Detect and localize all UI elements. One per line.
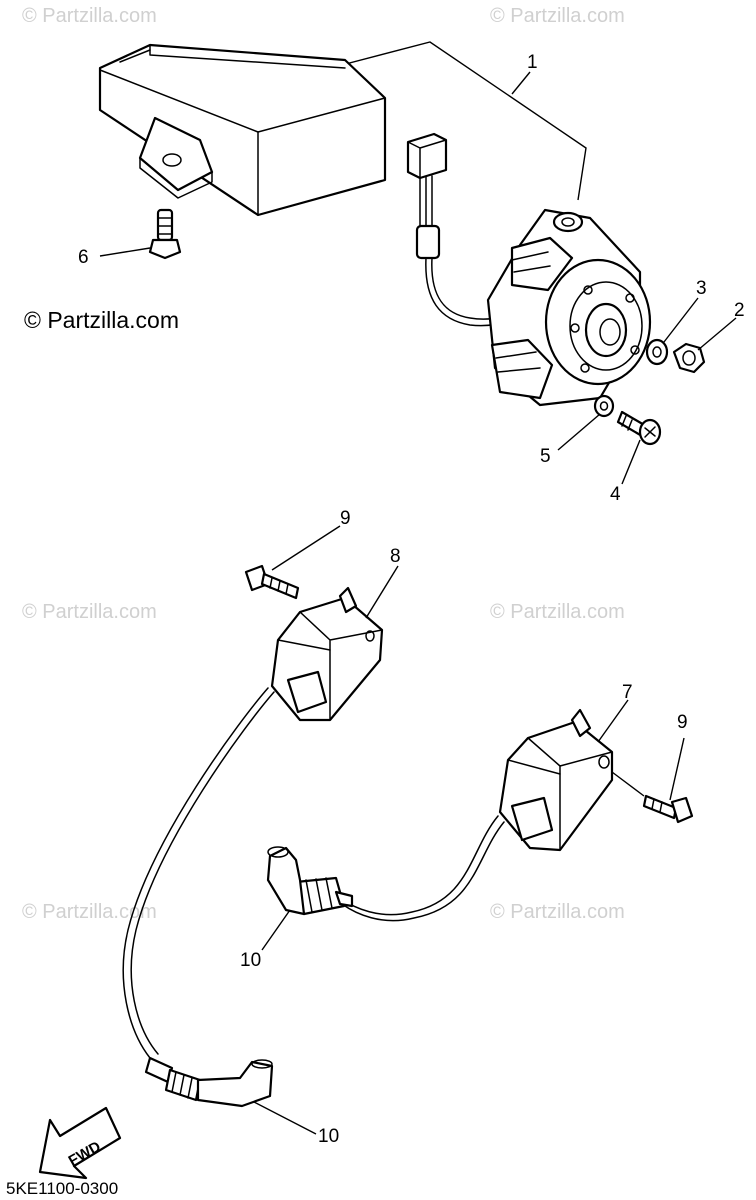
callout-9-lower[interactable]: 9 [677, 712, 688, 733]
watermark-lower-left: © Partzilla.com [22, 901, 157, 923]
callout-2[interactable]: 2 [734, 300, 745, 321]
ignition-coil-8[interactable] [122, 586, 384, 1059]
callout-10-lower[interactable]: 10 [318, 1126, 339, 1147]
watermark-top-right: © Partzilla.com [490, 5, 625, 27]
watermark-lower-right: © Partzilla.com [490, 901, 625, 923]
stator-assembly[interactable] [406, 132, 652, 407]
washer-3[interactable] [645, 338, 669, 366]
washer-5[interactable] [593, 394, 615, 418]
leader-3 [663, 297, 699, 343]
plug-cap-10-lower[interactable] [144, 1056, 274, 1108]
leader-1-tick [511, 71, 531, 95]
leader-9-lower [669, 737, 685, 801]
bolt-6[interactable] [148, 208, 182, 260]
watermark-main: © Partzilla.com [24, 307, 179, 333]
watermark-top-left: © Partzilla.com [22, 5, 157, 27]
leader-4 [621, 439, 641, 485]
leader-10-lower [253, 1101, 317, 1135]
nut-2[interactable] [672, 342, 706, 374]
watermark-center-left: © Partzilla.com [22, 601, 157, 623]
bolt-9-lower[interactable] [642, 794, 694, 824]
watermark-center-right: © Partzilla.com [490, 601, 625, 623]
leader-8 [365, 565, 399, 619]
leader-2 [697, 317, 737, 351]
callout-8[interactable]: 8 [390, 546, 401, 567]
cdi-unit[interactable] [98, 43, 387, 217]
callout-4[interactable]: 4 [610, 484, 621, 505]
callout-1[interactable]: 1 [527, 52, 538, 73]
ignition-coil-7[interactable] [339, 708, 614, 922]
diagram-code: 5KE1100-0300 [6, 1179, 118, 1198]
callout-10-upper[interactable]: 10 [240, 950, 261, 971]
callout-9-upper[interactable]: 9 [340, 508, 351, 529]
callout-6[interactable]: 6 [78, 247, 89, 268]
leader-9-lower-ref [611, 771, 645, 797]
callout-7[interactable]: 7 [622, 682, 633, 703]
leader-9-upper [271, 525, 341, 571]
callout-3[interactable]: 3 [696, 278, 707, 299]
plug-cap-10-upper[interactable] [266, 846, 354, 916]
callout-5[interactable]: 5 [540, 446, 551, 467]
leader-1 [337, 41, 587, 201]
leader-10-upper [261, 909, 291, 951]
leader-7 [597, 699, 629, 743]
leader-5 [557, 413, 601, 451]
screw-4[interactable] [616, 410, 662, 446]
leader-6 [99, 247, 151, 257]
bolt-9-upper[interactable] [244, 564, 300, 600]
fwd-arrow-icon: FWD [38, 1106, 122, 1180]
